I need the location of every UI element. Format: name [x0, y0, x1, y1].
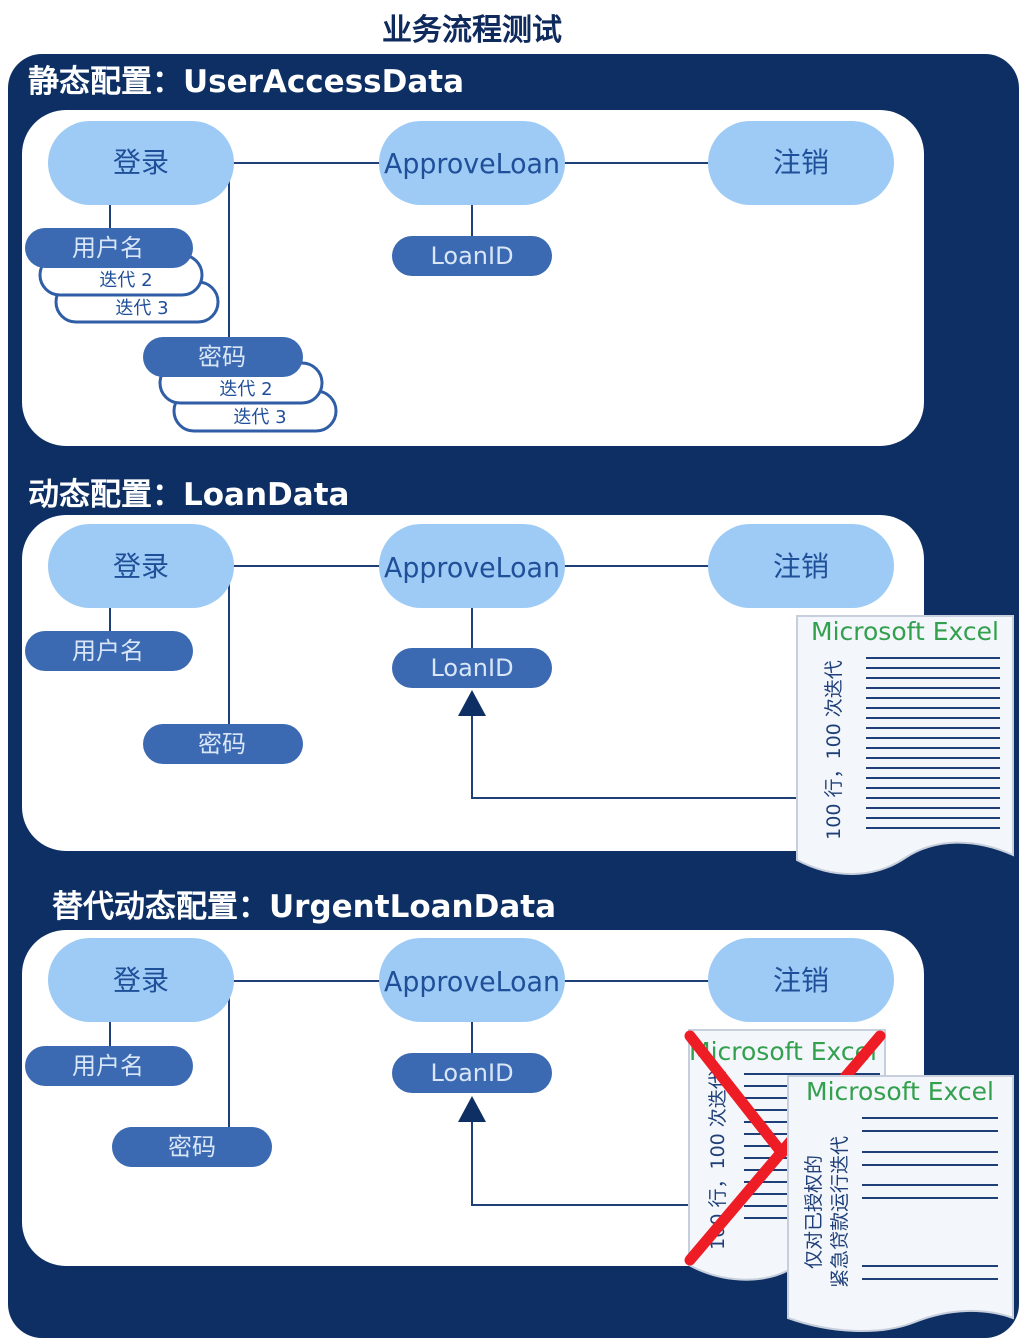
svg-text:登录: 登录: [113, 550, 169, 583]
svg-text:Microsoft Excel: Microsoft Excel: [689, 1037, 877, 1066]
section-label: 静态配置：UserAccessData: [28, 64, 464, 100]
approve-loan-node: ApproveLoan: [379, 524, 565, 608]
arrow-head: [458, 690, 486, 716]
svg-text:密码: 密码: [168, 1133, 216, 1161]
excel-document: Microsoft Excel 100 行，100 次迭代: [796, 615, 1014, 876]
loanid-chip: LoanID: [392, 236, 552, 276]
svg-text:密码: 密码: [198, 343, 246, 371]
arrow-head: [458, 1096, 486, 1122]
svg-text:ApproveLoan: ApproveLoan: [384, 551, 560, 584]
svg-text:迭代 2: 迭代 2: [219, 379, 272, 400]
password-iterations: 迭代 3 迭代 2 密码: [143, 337, 338, 433]
cross-out-icon: [684, 1030, 886, 1266]
section-static: 静态配置：UserAccessData 登录 ApproveLoan 注销 Lo…: [22, 64, 924, 446]
logout-node: 注销: [708, 121, 894, 205]
svg-text:LoanID: LoanID: [430, 242, 513, 270]
manager-only-note: 仅限银行经理！: [48, 674, 167, 694]
svg-text:Microsoft Excel: Microsoft Excel: [811, 617, 999, 646]
approve-loan-node: ApproveLoan: [379, 938, 565, 1022]
section-dynamic: 动态配置：LoanData 登录 ApproveLoan 注销 LoanID 用…: [22, 477, 1014, 876]
excel-document-urgent: Microsoft Excel 仅对已授权的 紧急贷款运行迭代: [787, 1075, 1014, 1333]
svg-text:ApproveLoan: ApproveLoan: [384, 965, 560, 998]
loanid-chip: LoanID: [392, 648, 552, 688]
svg-text:紧急贷款运行迭代: 紧急贷款运行迭代: [829, 1136, 851, 1288]
logout-node: 注销: [708, 524, 894, 608]
svg-text:用户名: 用户名: [72, 234, 144, 262]
svg-text:注销: 注销: [773, 146, 829, 179]
svg-text:用户名: 用户名: [72, 637, 144, 665]
section-label: 替代动态配置：UrgentLoanData: [52, 889, 556, 925]
username-chip: 用户名: [25, 631, 193, 671]
password-chip: 密码: [143, 724, 303, 764]
svg-text:LoanID: LoanID: [430, 654, 513, 682]
svg-text:100 行，100 次迭代: 100 行，100 次迭代: [707, 1070, 729, 1250]
manager-only-note: 仅限银行经理！: [48, 1089, 167, 1109]
login-node: 登录: [48, 938, 234, 1022]
svg-text:登录: 登录: [113, 964, 169, 997]
loanid-chip: LoanID: [392, 1053, 552, 1093]
svg-text:用户名: 用户名: [72, 1052, 144, 1080]
svg-text:LoanID: LoanID: [430, 1059, 513, 1087]
svg-text:Microsoft Excel: Microsoft Excel: [806, 1077, 994, 1106]
svg-text:迭代 3: 迭代 3: [233, 407, 286, 428]
svg-text:迭代 2: 迭代 2: [99, 270, 152, 291]
approve-loan-node: ApproveLoan: [379, 121, 565, 205]
spreadsheet-lines-icon: [862, 1117, 998, 1280]
svg-text:注销: 注销: [773, 964, 829, 997]
section-alternate: 替代动态配置：UrgentLoanData 登录 ApproveLoan 注销 …: [22, 889, 1014, 1333]
svg-text:注销: 注销: [773, 550, 829, 583]
login-node: 登录: [48, 121, 234, 205]
diagram-title: 业务流程测试: [382, 13, 562, 48]
section-label: 动态配置：LoanData: [28, 477, 349, 513]
username-iterations: 迭代 3 迭代 2 用户名: [25, 228, 220, 324]
svg-text:密码: 密码: [198, 730, 246, 758]
password-chip: 密码: [112, 1127, 272, 1167]
svg-text:ApproveLoan: ApproveLoan: [384, 147, 560, 180]
svg-text:100 行，100 次迭代: 100 行，100 次迭代: [823, 660, 845, 840]
username-chip: 用户名: [25, 1046, 193, 1086]
svg-text:登录: 登录: [113, 146, 169, 179]
login-node: 登录: [48, 524, 234, 608]
svg-text:仅对已授权的: 仅对已授权的: [803, 1155, 825, 1269]
svg-text:迭代 3: 迭代 3: [115, 298, 168, 319]
spreadsheet-lines-icon: [866, 657, 1000, 829]
logout-node: 注销: [708, 938, 894, 1022]
